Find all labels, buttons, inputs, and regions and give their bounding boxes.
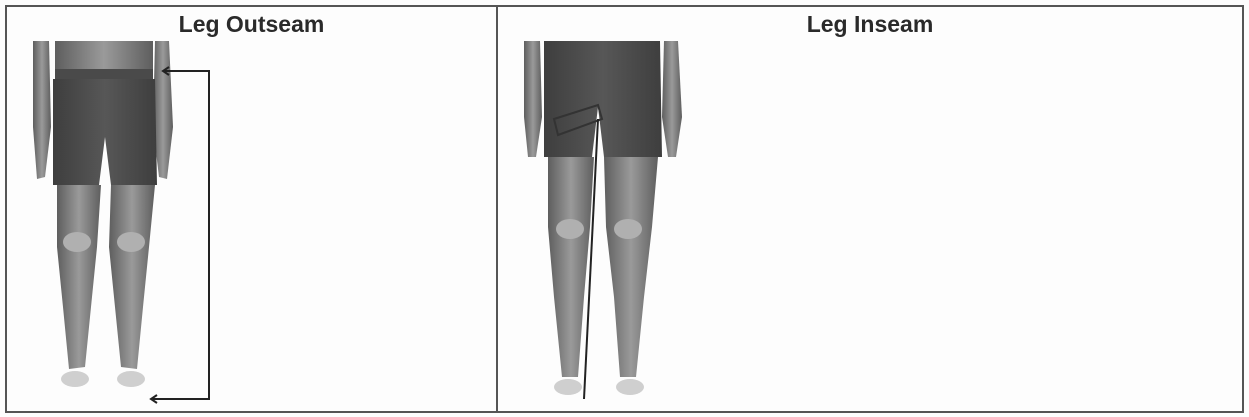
leg-inseam-illustration bbox=[498, 7, 1242, 411]
leg-outseam-illustration bbox=[7, 7, 498, 411]
outseam-cell: Leg Outseam bbox=[7, 7, 498, 411]
inseam-cell: Leg Inseam bbox=[498, 7, 1242, 411]
measurement-table: Leg Outseam bbox=[5, 5, 1244, 413]
